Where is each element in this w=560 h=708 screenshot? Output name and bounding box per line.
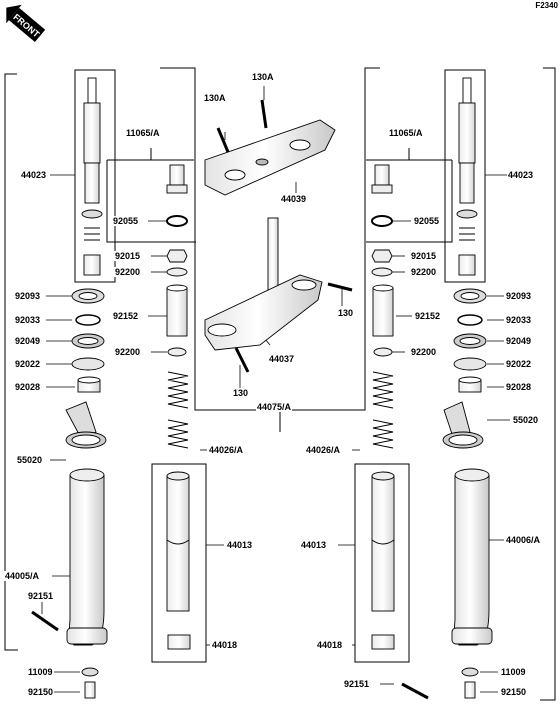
label-44018-right: 44018 <box>316 640 344 650</box>
label-130a-left: 130A <box>203 93 227 103</box>
label-92028-right: 92028 <box>505 382 533 392</box>
label-92033-right: 92033 <box>505 315 533 325</box>
label-92151-left: 92151 <box>27 591 55 601</box>
label-11065a-right: 11065/A <box>388 128 424 138</box>
label-130-bottom: 130 <box>232 388 250 398</box>
label-92049-left: 92049 <box>14 336 42 346</box>
label-92015-left: 92015 <box>114 251 142 261</box>
label-44005a: 44005/A <box>4 571 41 581</box>
fork-outer-tubes <box>66 468 493 646</box>
fork-springs <box>167 371 394 449</box>
label-55020-left: 55020 <box>16 455 44 465</box>
label-92033-left: 92033 <box>14 315 42 325</box>
label-92152-right: 92152 <box>414 311 442 321</box>
label-130-right: 130 <box>337 308 355 318</box>
label-92093-right: 92093 <box>505 291 533 301</box>
label-11009-right: 11009 <box>500 667 527 677</box>
label-92200-right-top: 92200 <box>410 267 438 277</box>
label-44013-right: 44013 <box>300 540 328 550</box>
damper-rod-right <box>456 77 478 276</box>
valve-right <box>371 164 393 277</box>
label-92151-right: 92151 <box>343 679 371 689</box>
damper-rod-left <box>81 77 103 276</box>
label-11009-left: 11009 <box>27 667 54 677</box>
label-11065a-left: 11065/A <box>125 128 161 138</box>
label-92200-left-top: 92200 <box>114 267 142 277</box>
label-92200-left-mid: 92200 <box>114 347 142 357</box>
figure-id: F2340 <box>535 1 558 10</box>
bottom-bolts <box>31 610 479 700</box>
dust-covers <box>65 401 484 449</box>
inner-tubes <box>166 471 395 650</box>
label-92200-right-mid: 92200 <box>410 347 438 357</box>
label-92022-left: 92022 <box>14 359 42 369</box>
label-44023-left: 44023 <box>20 170 48 180</box>
label-44039: 44039 <box>280 194 308 204</box>
seals-right <box>453 288 487 393</box>
label-92049-right: 92049 <box>505 336 533 346</box>
leader-lines <box>41 86 510 693</box>
label-44023-right: 44023 <box>507 170 535 180</box>
label-92152-left: 92152 <box>112 311 140 321</box>
steering-stem <box>204 217 353 373</box>
upper-bracket <box>204 99 336 196</box>
seals-left <box>71 288 105 393</box>
label-44026a-right: 44026/A <box>305 445 342 455</box>
label-44075a: 44075/A <box>256 402 293 412</box>
front-arrow-icon: FRONT <box>6 4 46 42</box>
label-92022-right: 92022 <box>505 359 533 369</box>
label-92055-left: 92055 <box>112 216 140 226</box>
label-92150-right: 92150 <box>500 687 528 697</box>
label-130a-right: 130A <box>251 72 275 82</box>
label-92015-right: 92015 <box>410 251 438 261</box>
label-55020-right: 55020 <box>512 415 540 425</box>
spacer-tubes <box>166 284 394 357</box>
label-44013-left: 44013 <box>226 540 254 550</box>
label-44006a: 44006/A <box>505 535 542 545</box>
label-92150-left: 92150 <box>27 687 55 697</box>
frame-lines <box>4 67 556 701</box>
label-44037: 44037 <box>268 354 296 364</box>
label-44026a-left: 44026/A <box>208 445 245 455</box>
label-92093-left: 92093 <box>14 291 42 301</box>
label-92028-left: 92028 <box>14 382 42 392</box>
label-92055-right: 92055 <box>413 216 441 226</box>
label-44018-left: 44018 <box>211 640 239 650</box>
valve-left <box>166 164 188 277</box>
